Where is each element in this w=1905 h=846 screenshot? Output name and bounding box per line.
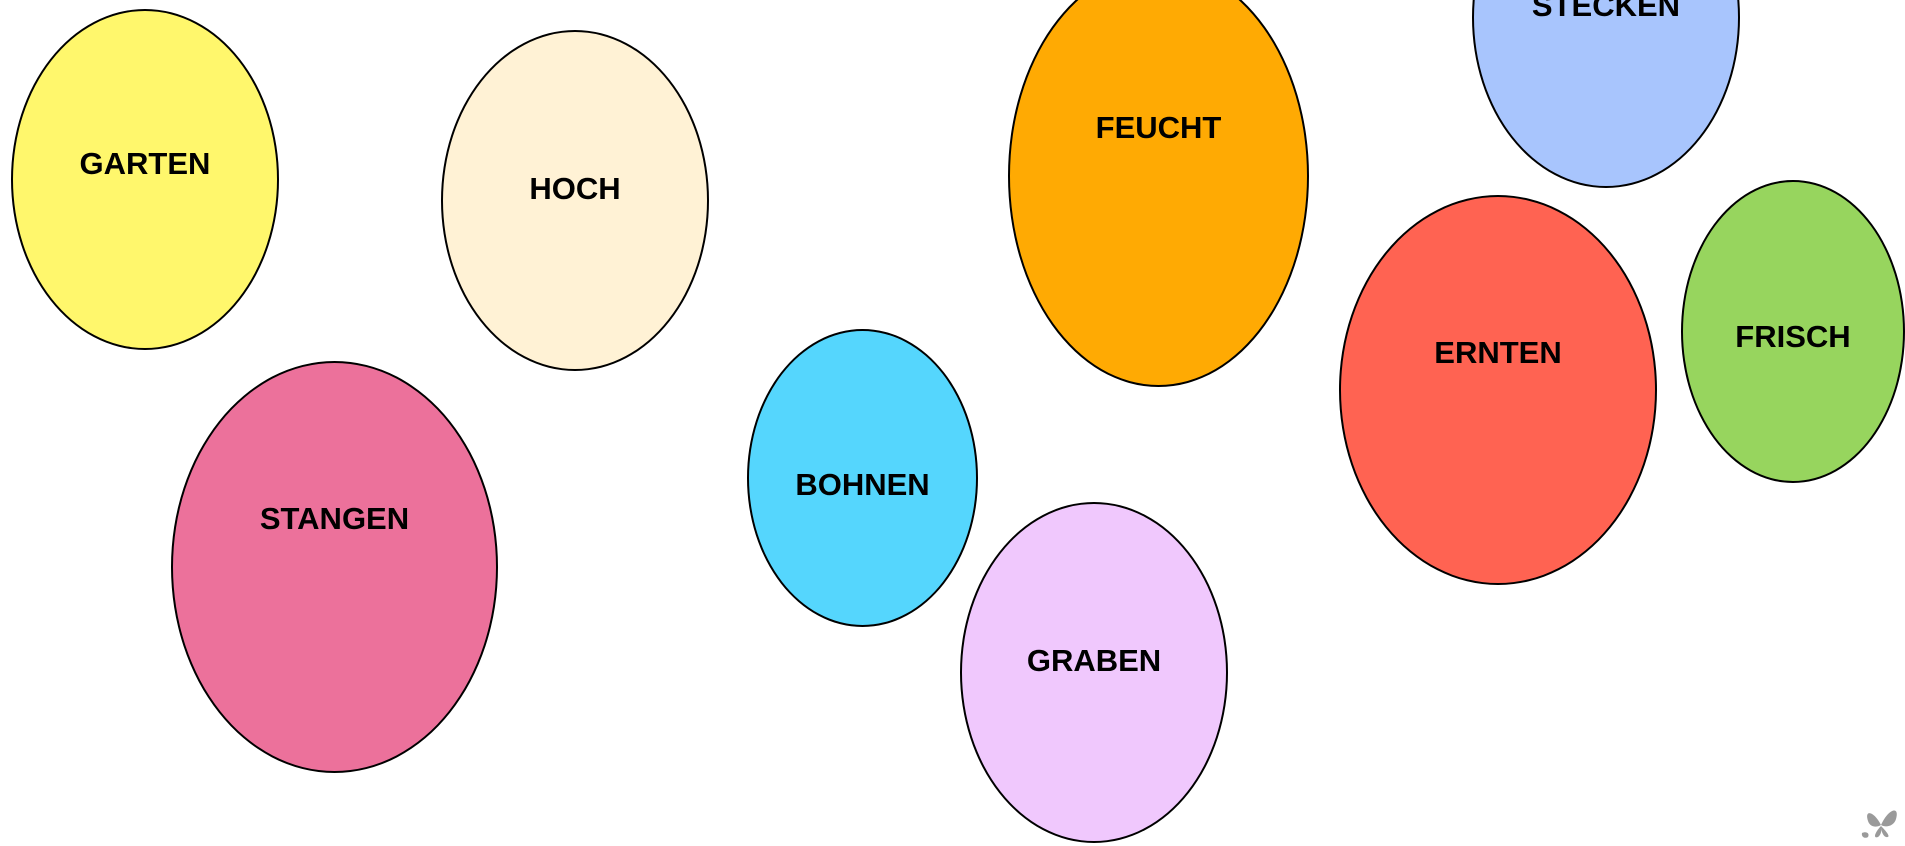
egg-graben[interactable]: GRABEN	[960, 502, 1228, 843]
egg-bohnen[interactable]: BOHNEN	[747, 329, 978, 627]
egg-label: FRISCH	[1735, 319, 1851, 354]
egg-frisch[interactable]: FRISCH	[1681, 180, 1905, 483]
egg-garten[interactable]: GARTEN	[11, 9, 279, 350]
egg-label: HOCH	[529, 171, 621, 206]
egg-label: GARTEN	[79, 146, 211, 181]
egg-label: GRABEN	[1026, 643, 1162, 678]
egg-ernten[interactable]: ERNTEN	[1339, 195, 1657, 585]
egg-hoch[interactable]: HOCH	[441, 30, 709, 371]
egg-label: FEUCHT	[1095, 110, 1222, 145]
egg-label: ERNTEN	[1434, 335, 1562, 370]
egg-label: STECKEN	[1531, 0, 1681, 23]
egg-feucht[interactable]: FEUCHT	[1008, 0, 1309, 387]
egg-label: STANGEN	[259, 501, 410, 536]
egg-label: BOHNEN	[795, 467, 930, 502]
egg-stangen[interactable]: STANGEN	[171, 361, 498, 773]
butterfly-icon	[1856, 803, 1905, 841]
egg-stecken[interactable]: STECKEN	[1472, 0, 1740, 188]
